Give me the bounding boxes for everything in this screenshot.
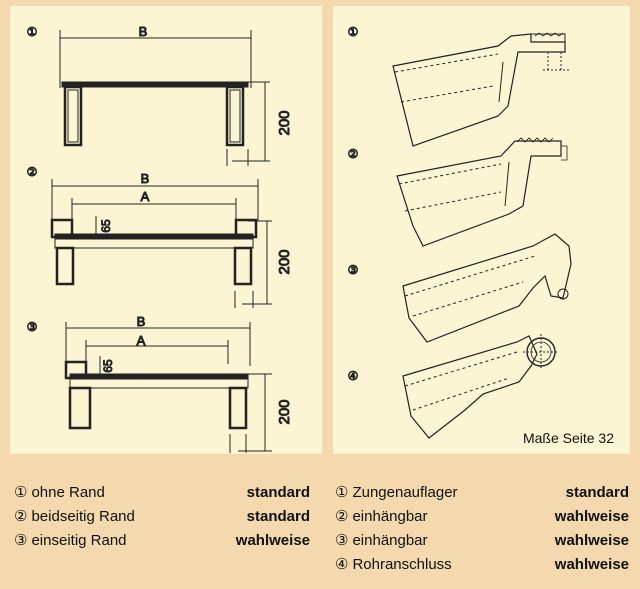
legend-right-num-4: ④ (335, 556, 349, 573)
variant-3-dim-edge: 65 (101, 359, 115, 373)
variant-1-dim-height: 200 (276, 110, 293, 135)
page-reference-note: Maße Seite 32 (522, 430, 614, 446)
edge-profile-drawings: ① ② ③ (347, 25, 572, 439)
legend-right-value-3: wahlweise (554, 532, 629, 549)
legend-right-value-1: standard (565, 484, 629, 501)
legend-right-num-2: ② (335, 508, 349, 525)
legend-right-label-3: einhängbar (352, 532, 428, 549)
profile-1-drawing: ① (347, 25, 569, 147)
legend-left-value-2: standard (246, 508, 310, 525)
legend-left-label-2: beidseitig Rand (31, 508, 135, 525)
legend-right-num-3: ③ (335, 532, 349, 549)
profile-2-number: ② (348, 147, 359, 161)
variant-3-dim-height: 200 (276, 399, 293, 424)
profile-1-number: ① (348, 25, 359, 39)
legend-left-value-1: standard (246, 484, 310, 501)
legend-left-num-2: ② (14, 508, 28, 525)
variant-3-dim-a: A (137, 333, 146, 348)
legend-right-label-4: Rohranschluss (352, 556, 452, 573)
variant-3-drawing: ③ B A 65 200 (26, 314, 294, 453)
variant-2-dim-a: A (141, 189, 150, 204)
left-panel-cross-sections: ① B 200 ② B A 6 (10, 6, 322, 454)
variant-1-drawing: ① B 200 (26, 24, 294, 166)
variant-2-drawing: ② B A 65 200 (26, 165, 294, 308)
variant-1-dim-b: B (139, 24, 148, 39)
profile-3-drawing: ③ (347, 233, 572, 343)
profile-3-number: ③ (348, 263, 359, 277)
variant-2-dim-height: 200 (276, 249, 293, 274)
legend-right-num-1: ① (335, 484, 349, 501)
variant-2-dim-edge: 65 (99, 219, 113, 233)
variant-2-dim-b: B (141, 171, 150, 186)
legend-left-num-3: ③ (14, 532, 28, 549)
legend-right-label-2: einhängbar (352, 508, 428, 525)
variant-2-number: ② (27, 165, 38, 179)
legend-right-label-1: Zungenauflager (352, 484, 458, 501)
variant-3-number: ③ (27, 320, 38, 334)
legend-right-value-2: wahlweise (554, 508, 629, 525)
variant-3-dim-b: B (137, 314, 146, 329)
legend-left-value-3: wahlweise (235, 532, 310, 549)
profile-2-drawing: ② (347, 137, 568, 247)
cross-section-drawings: ① B 200 ② B A 6 (26, 24, 294, 453)
right-panel-edge-profiles: ① ② ③ (333, 6, 630, 454)
legend-left-label-3: einseitig Rand (31, 532, 127, 549)
profile-4-drawing: ④ (347, 334, 559, 439)
legend-left-label-1: ohne Rand (31, 484, 105, 501)
profile-4-number: ④ (348, 369, 359, 383)
variant-1-number: ① (27, 25, 38, 39)
legend-right-value-4: wahlweise (554, 556, 629, 573)
legend-left-num-1: ① (14, 484, 28, 501)
